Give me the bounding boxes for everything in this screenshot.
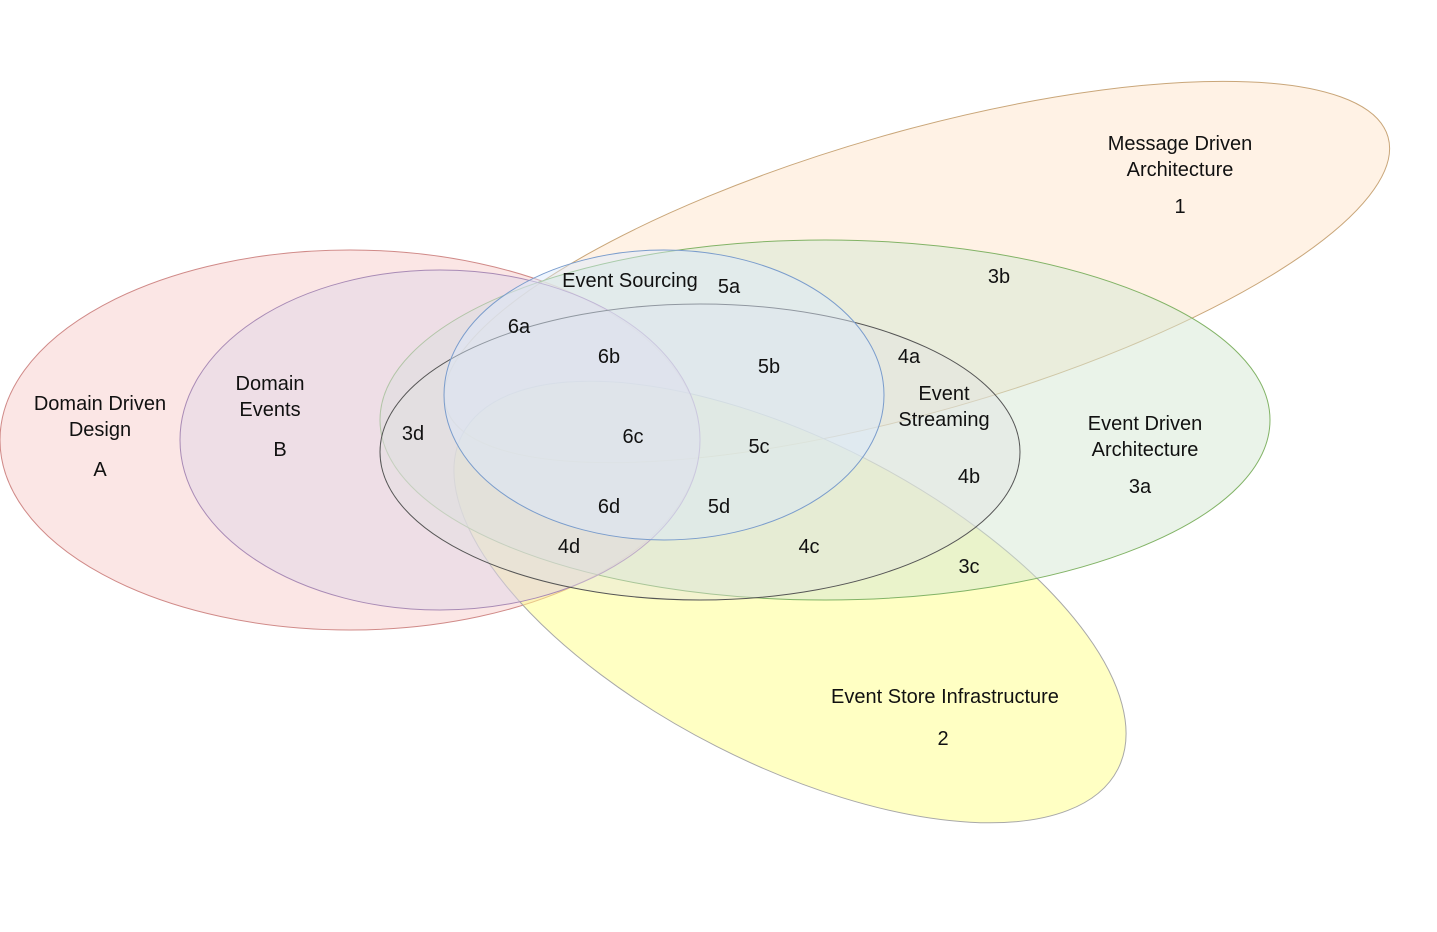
label-mda-line1: Message Driven xyxy=(1108,133,1253,155)
label-domain-events-line2: Events xyxy=(239,399,300,421)
label-eda-line2: Architecture xyxy=(1092,439,1199,461)
region-label-4b: 4b xyxy=(958,466,980,488)
label-eda-code: 3a xyxy=(1129,476,1152,498)
region-label-6b: 6b xyxy=(598,346,620,368)
set-ellipses xyxy=(0,80,1391,824)
region-label-6d: 6d xyxy=(598,496,620,518)
label-event-streaming-line2: Streaming xyxy=(898,409,989,431)
region-label-5d: 5d xyxy=(708,496,730,518)
label-ddd-line2: Design xyxy=(69,419,131,441)
region-label-3b: 3b xyxy=(988,266,1010,288)
region-label-3c: 3c xyxy=(958,556,979,578)
label-ddd-line1: Domain Driven xyxy=(34,393,166,415)
region-label-4d: 4d xyxy=(558,536,580,558)
region-label-3d: 3d xyxy=(402,423,424,445)
label-event-store: Event Store Infrastructure xyxy=(831,686,1059,708)
label-event-sourcing: Event Sourcing xyxy=(562,270,698,292)
label-domain-events-line1: Domain xyxy=(236,373,305,395)
region-labels: 3b 3c 3d 4a 4b 4c 4d 5a 5b 5c 5d 6a 6b 6… xyxy=(402,266,1010,578)
region-label-4a: 4a xyxy=(898,346,921,368)
region-label-6a: 6a xyxy=(508,316,531,338)
label-eda-line1: Event Driven xyxy=(1088,413,1203,435)
region-label-5b: 5b xyxy=(758,356,780,378)
region-label-5c: 5c xyxy=(748,436,769,458)
label-mda-line2: Architecture xyxy=(1127,159,1234,181)
label-event-streaming-line1: Event xyxy=(918,383,970,405)
set-ellipse-domain-events[interactable] xyxy=(179,269,701,611)
region-label-5a: 5a xyxy=(718,276,741,298)
label-ddd-code: A xyxy=(93,459,107,481)
set-labels: Domain Driven Design A Domain Events B M… xyxy=(34,133,1252,750)
region-label-4c: 4c xyxy=(798,536,819,558)
label-domain-events-code: B xyxy=(273,439,286,461)
label-event-store-code: 2 xyxy=(937,728,948,750)
set-ellipse-event-streaming[interactable] xyxy=(379,303,1021,601)
set-ellipse-event-sourcing[interactable] xyxy=(443,249,885,541)
label-mda-code: 1 xyxy=(1174,196,1185,218)
region-label-6c: 6c xyxy=(622,426,643,448)
